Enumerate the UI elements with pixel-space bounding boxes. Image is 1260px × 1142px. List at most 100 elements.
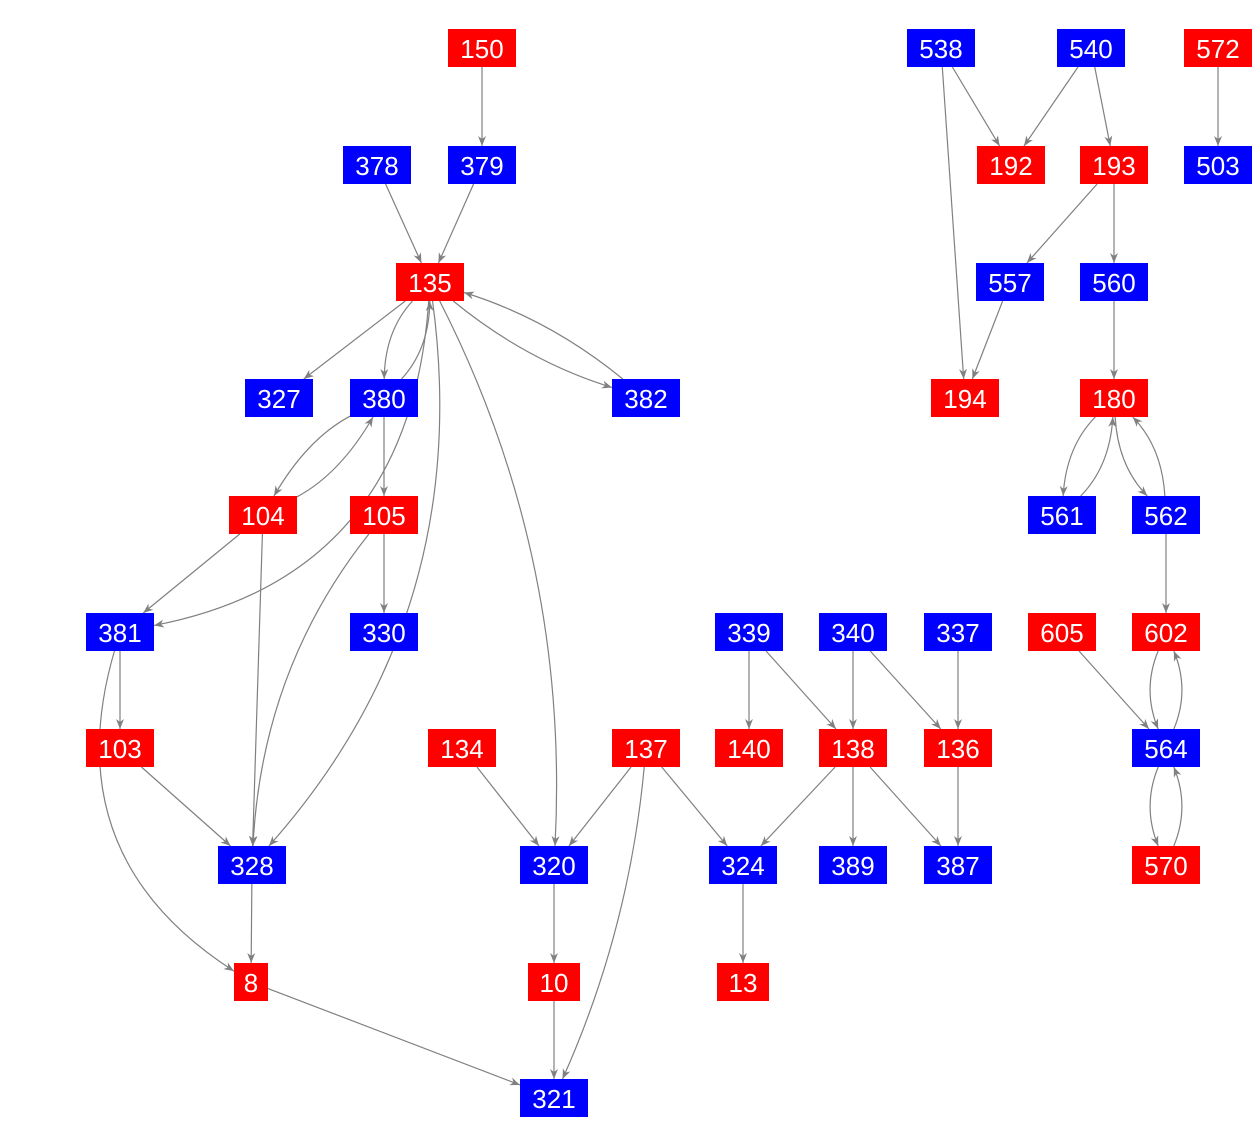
node-605: 605 bbox=[1028, 613, 1096, 651]
node-box bbox=[612, 379, 680, 417]
node-box bbox=[819, 613, 887, 651]
node-box bbox=[350, 379, 418, 417]
node-540: 540 bbox=[1057, 29, 1125, 67]
node-150: 150 bbox=[448, 29, 516, 67]
node-label: 503 bbox=[1196, 151, 1239, 181]
node-box bbox=[234, 963, 268, 1001]
edge-564-to-570 bbox=[1149, 766, 1159, 847]
node-13: 13 bbox=[717, 963, 769, 1001]
node-138: 138 bbox=[819, 729, 887, 767]
node-337: 337 bbox=[924, 613, 992, 651]
edge-193-to-557 bbox=[1026, 183, 1098, 264]
node-382: 382 bbox=[612, 379, 680, 417]
edge-339-to-138 bbox=[765, 650, 837, 730]
edge-561-to-180 bbox=[1080, 416, 1117, 497]
node-560: 560 bbox=[1080, 263, 1148, 301]
node-label: 136 bbox=[936, 734, 979, 764]
edge-135-to-328 bbox=[268, 300, 441, 847]
node-label: 557 bbox=[988, 268, 1031, 298]
node-label: 602 bbox=[1144, 618, 1187, 648]
node-label: 193 bbox=[1092, 151, 1135, 181]
node-label: 562 bbox=[1144, 501, 1187, 531]
node-label: 8 bbox=[244, 968, 258, 998]
node-570: 570 bbox=[1132, 846, 1200, 884]
node-572: 572 bbox=[1184, 29, 1252, 67]
node-box bbox=[612, 729, 680, 767]
node-192: 192 bbox=[977, 146, 1045, 184]
node-box bbox=[1132, 613, 1200, 651]
node-379: 379 bbox=[448, 146, 516, 184]
edge-381-to-8 bbox=[98, 650, 235, 972]
node-box bbox=[1080, 146, 1148, 184]
node-label: 138 bbox=[831, 734, 874, 764]
node-box bbox=[396, 263, 464, 301]
edge-135-to-382 bbox=[452, 300, 613, 389]
node-8: 8 bbox=[234, 963, 268, 1001]
node-box bbox=[218, 846, 286, 884]
node-105: 105 bbox=[350, 496, 418, 534]
node-378: 378 bbox=[343, 146, 411, 184]
edge-379-to-135 bbox=[437, 183, 475, 264]
edge-137-to-320 bbox=[568, 766, 632, 847]
node-box bbox=[343, 146, 411, 184]
node-140: 140 bbox=[715, 729, 783, 767]
node-137: 137 bbox=[612, 729, 680, 767]
node-label: 381 bbox=[98, 618, 141, 648]
node-label: 137 bbox=[624, 734, 667, 764]
node-label: 560 bbox=[1092, 268, 1135, 298]
edges-layer bbox=[98, 66, 1222, 1086]
node-label: 140 bbox=[727, 734, 770, 764]
node-box bbox=[528, 963, 580, 1001]
node-136: 136 bbox=[924, 729, 992, 767]
edge-137-to-321 bbox=[561, 766, 645, 1080]
edge-104-to-380 bbox=[296, 416, 374, 498]
node-135: 135 bbox=[396, 263, 464, 301]
edge-135-to-320 bbox=[439, 300, 560, 847]
node-box bbox=[1080, 263, 1148, 301]
node-label: 10 bbox=[540, 968, 569, 998]
node-602: 602 bbox=[1132, 613, 1200, 651]
node-box bbox=[717, 963, 769, 1001]
edge-382-to-135 bbox=[463, 291, 624, 380]
node-box bbox=[350, 613, 418, 651]
node-label: 337 bbox=[936, 618, 979, 648]
edge-570-to-564 bbox=[1173, 766, 1183, 847]
node-label: 330 bbox=[362, 618, 405, 648]
node-557: 557 bbox=[976, 263, 1044, 301]
node-box bbox=[86, 613, 154, 651]
node-box bbox=[448, 29, 516, 67]
edge-540-to-192 bbox=[1023, 66, 1079, 147]
edge-602-to-564 bbox=[1149, 650, 1159, 730]
node-label: 570 bbox=[1144, 851, 1187, 881]
node-324: 324 bbox=[709, 846, 777, 884]
node-180: 180 bbox=[1080, 379, 1148, 417]
edge-134-to-320 bbox=[476, 766, 540, 847]
node-box bbox=[448, 146, 516, 184]
node-box bbox=[924, 846, 992, 884]
node-562: 562 bbox=[1132, 496, 1200, 534]
node-label: 382 bbox=[624, 384, 667, 414]
node-340: 340 bbox=[819, 613, 887, 651]
node-label: 13 bbox=[729, 968, 758, 998]
node-box bbox=[1184, 146, 1252, 184]
node-104: 104 bbox=[229, 496, 297, 534]
node-564: 564 bbox=[1132, 729, 1200, 767]
edge-105-to-328 bbox=[249, 533, 370, 847]
node-label: 387 bbox=[936, 851, 979, 881]
edge-605-to-564 bbox=[1078, 650, 1150, 730]
node-label: 192 bbox=[989, 151, 1032, 181]
node-label: 134 bbox=[440, 734, 483, 764]
edge-564-to-602 bbox=[1173, 650, 1183, 730]
node-box bbox=[715, 729, 783, 767]
node-label: 324 bbox=[721, 851, 764, 881]
node-box bbox=[819, 729, 887, 767]
node-box bbox=[1080, 379, 1148, 417]
node-label: 328 bbox=[230, 851, 273, 881]
edge-380-to-104 bbox=[273, 415, 351, 497]
node-box bbox=[977, 146, 1045, 184]
node-box bbox=[245, 379, 313, 417]
node-label: 320 bbox=[532, 851, 575, 881]
node-label: 339 bbox=[727, 618, 770, 648]
